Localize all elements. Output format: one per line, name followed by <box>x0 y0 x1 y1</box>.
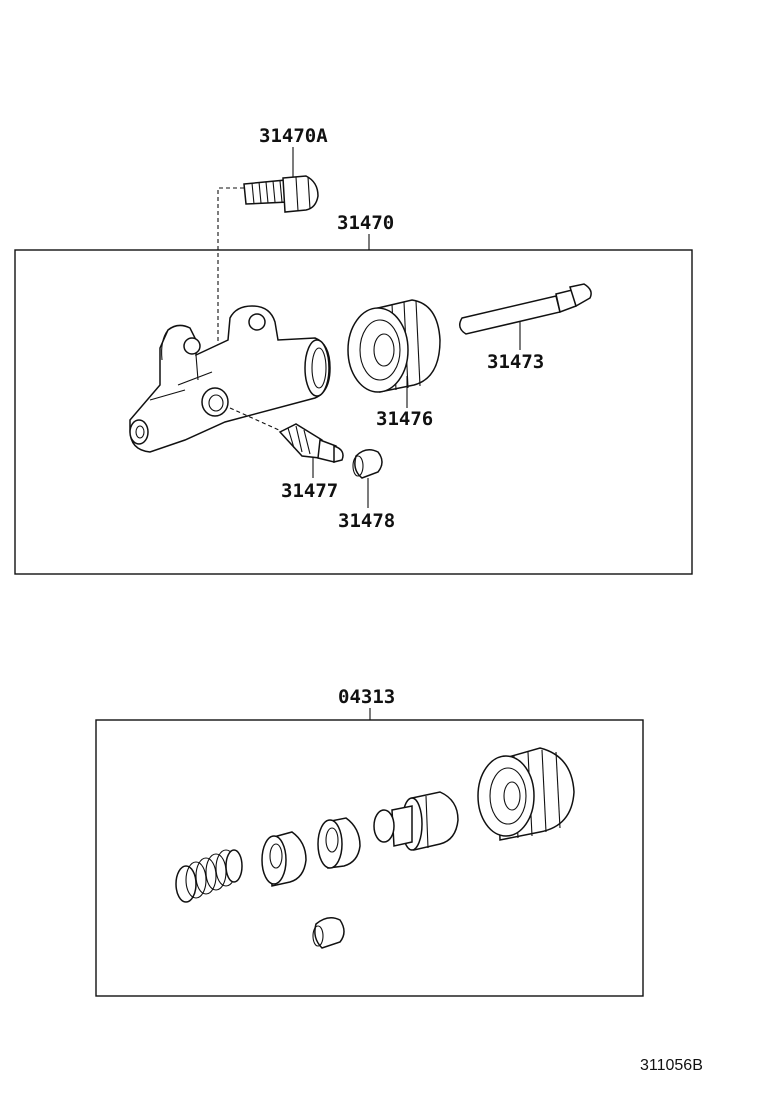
bleeder-guide-dashed <box>229 407 291 436</box>
repair-kit-04313: 04313 <box>95 686 644 997</box>
label-boot: 31476 <box>376 408 433 430</box>
bleeder-plug-31477 <box>278 423 344 463</box>
label-bleeder-plug: 31477 <box>281 480 338 502</box>
assembly-31470: 31470 31470A <box>14 125 693 575</box>
reference-code: 311056B <box>640 1057 703 1074</box>
bleeder-cap-31478 <box>352 449 383 479</box>
bolt-31470a <box>243 175 319 213</box>
bolt-guide-dashed <box>217 187 244 350</box>
boot-31476 <box>347 299 441 393</box>
push-rod-31473 <box>459 283 592 335</box>
label-bolt: 31470A <box>259 125 328 147</box>
label-bleeder-cap: 31478 <box>338 510 395 532</box>
kit-piston <box>373 791 459 851</box>
cylinder-body <box>129 305 331 453</box>
kit-bleeder-cap <box>312 917 345 949</box>
kit-cup-seal-2 <box>317 817 361 869</box>
assembly-frame <box>14 249 693 575</box>
kit-cup-seal-1 <box>261 831 307 887</box>
label-repair-kit: 04313 <box>338 686 395 708</box>
label-assembly: 31470 <box>337 212 394 234</box>
kit-spring <box>175 849 243 903</box>
label-push-rod: 31473 <box>487 351 544 373</box>
kit-boot <box>477 747 575 841</box>
